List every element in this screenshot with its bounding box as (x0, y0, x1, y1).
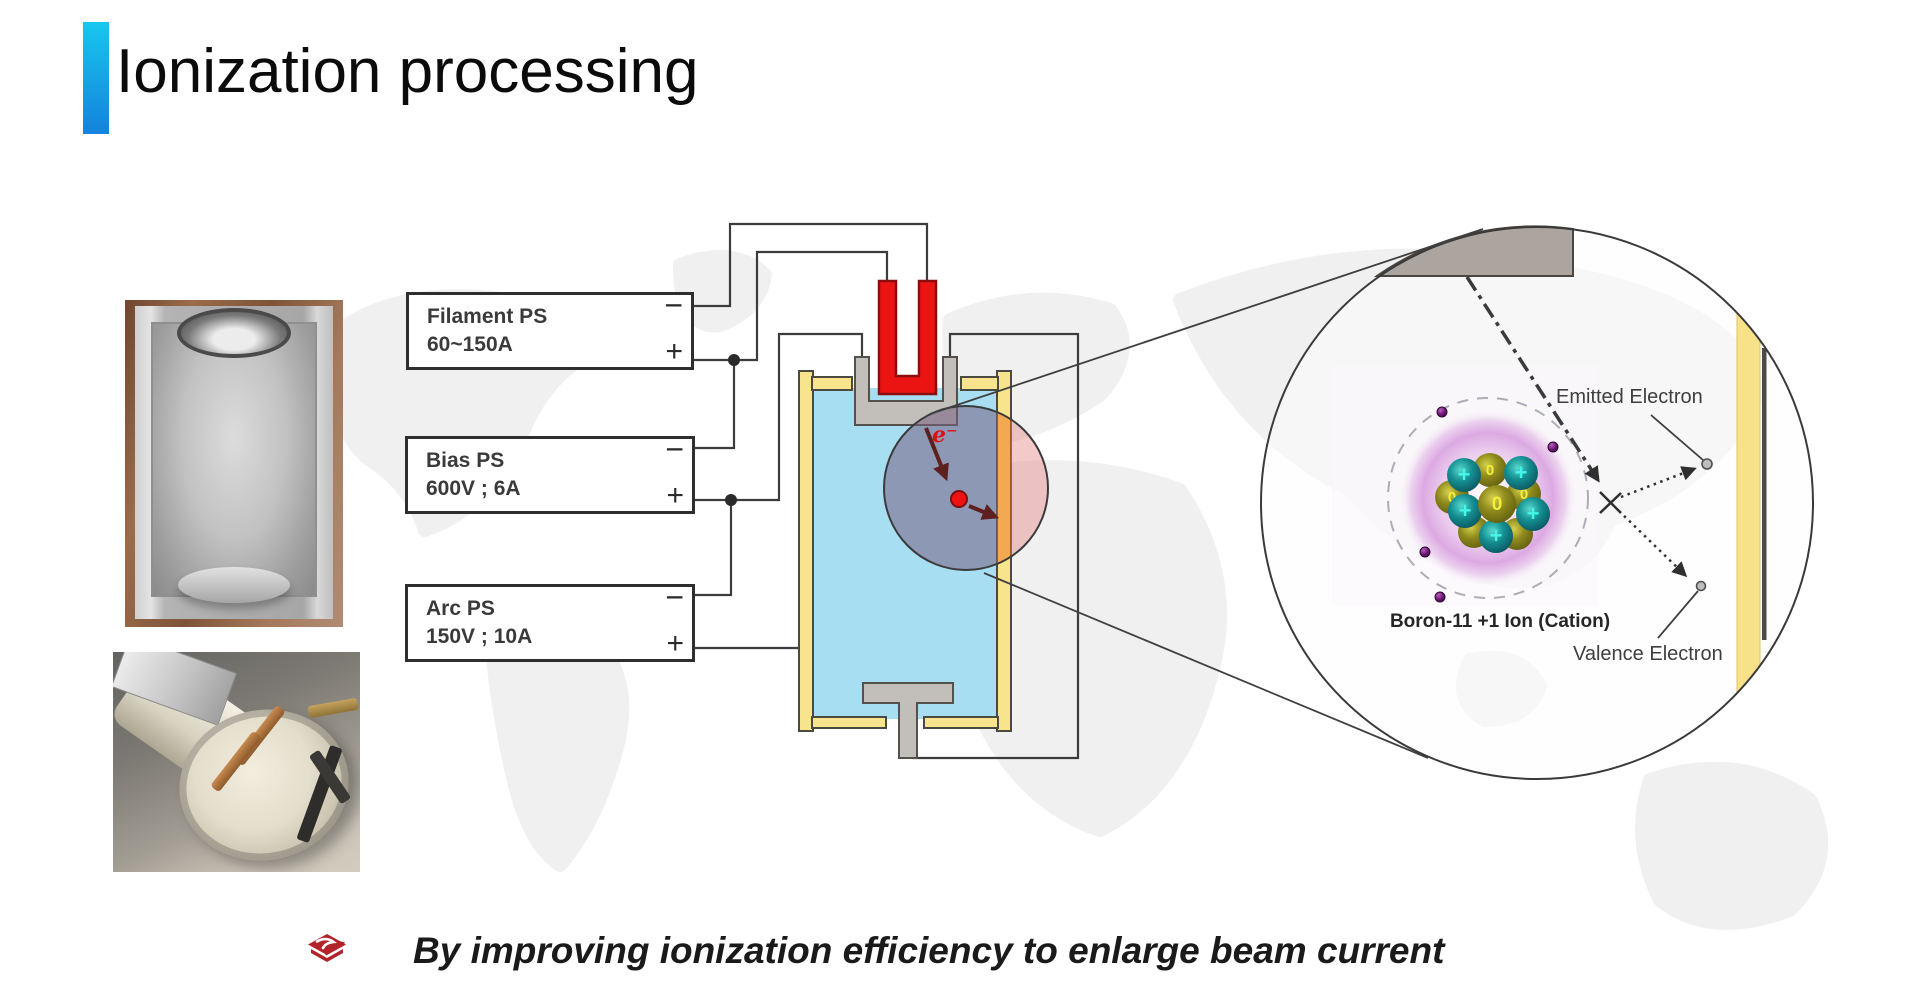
page-title: Ionization processing (116, 37, 699, 106)
photo-arc-chamber-interior (125, 300, 343, 627)
ion-dot (950, 490, 968, 508)
chamber-top-right (960, 376, 999, 391)
magnifier-big-circle (1260, 226, 1814, 780)
chamber-photo-cavity (151, 322, 317, 597)
chamber-base-support (862, 682, 954, 759)
plus-terminal: + (666, 479, 684, 512)
ion-to-wall-arrow (968, 504, 1000, 520)
arc-power-supply-box: Arc PS 150V ; 10A − + (405, 579, 695, 662)
magnifier-tint-wall (997, 406, 1011, 570)
ps-name: Filament PS (427, 305, 548, 328)
electron-emission-arrow (924, 427, 949, 482)
plus-terminal: + (665, 335, 683, 368)
proton-label: + (1515, 460, 1528, 485)
atom-caption: Boron-11 +1 Ion (Cation) (1390, 611, 1610, 632)
photo-ion-source-assembly (113, 652, 360, 872)
chamber-body-wire (913, 332, 1080, 760)
slide-caption: By improving ionization efficiency to en… (413, 930, 1445, 971)
neutron-label: 0 (1448, 489, 1456, 506)
title-accent-bar (83, 22, 109, 134)
source-photo-fitting (307, 697, 359, 719)
proton-label: + (1459, 498, 1472, 523)
electron-orbit-dashed (1387, 397, 1589, 599)
boron-atom: 0 0 0 + + + + + 0 (1387, 397, 1589, 603)
chamber-bottom-left (811, 716, 887, 729)
filament (877, 279, 938, 396)
circuit-wires (694, 222, 1080, 760)
orbit-electrons (1419, 406, 1559, 603)
magnifier-small-circle (883, 405, 1049, 571)
neutron-label: 0 (1520, 486, 1528, 503)
arc-minus-wire (695, 500, 733, 597)
chamber-photo-top-ring (177, 308, 291, 358)
emitted-label-line (1650, 414, 1704, 461)
collision-x-marker (1599, 491, 1622, 514)
magnified-view: 0 0 0 + + + + + 0 (1260, 225, 1814, 780)
neutron-label: 0 (1486, 462, 1494, 479)
neutron-label: 0 (1492, 494, 1503, 515)
company-logo-icon (306, 933, 348, 978)
chamber-wall-left (798, 370, 814, 732)
valence-label-line (1657, 590, 1699, 639)
proton-label: + (1458, 462, 1471, 487)
proton-label: + (1527, 501, 1540, 526)
ps-name: Bias PS (426, 449, 505, 472)
nucleus: 0 0 0 + + + + + 0 (1435, 453, 1550, 553)
wire-junction-dot (725, 494, 737, 506)
proton-label: + (1490, 523, 1503, 548)
emitted-electron-dot (1701, 458, 1713, 470)
map-landmass (1635, 761, 1829, 930)
ps-spec: 60~150A (427, 333, 513, 356)
bias-minus-wire (695, 360, 736, 450)
valence-electron-dot (1695, 580, 1707, 592)
electron-trajectory-dashdot (1465, 276, 1600, 483)
electron-symbol: e⁻ (932, 422, 958, 448)
minus-terminal: − (665, 579, 684, 615)
bias-plus-wire (695, 332, 864, 502)
valence-electron-arrow (1618, 510, 1688, 578)
filament-clamp (854, 356, 958, 426)
chamber-photo-bottom-dish (178, 567, 290, 603)
wire-junction-dot (728, 354, 740, 366)
emitted-electron-arrow (1620, 466, 1697, 499)
filament-power-supply-box: Filament PS 60~150A − + (406, 287, 694, 370)
magnifier-connector-top (929, 228, 1484, 415)
valence-electron-label: Valence Electron (1573, 643, 1723, 665)
magnifier-source-circle: e⁻ (883, 405, 1049, 571)
minus-terminal: − (665, 431, 684, 467)
magnified-chamber-wall (1736, 299, 1761, 701)
minus-terminal: − (664, 287, 683, 323)
ps-spec: 600V ; 6A (426, 477, 521, 500)
magnifier-connector-bottom (983, 572, 1429, 759)
ps-name: Arc PS (426, 597, 495, 620)
chamber-top-left (811, 376, 853, 391)
bias-power-supply-box: Bias PS 600V ; 6A − + (405, 431, 695, 514)
magnified-wall-line (1762, 348, 1767, 640)
filament-minus-wire (694, 222, 929, 308)
emitted-electron-label: Emitted Electron (1556, 386, 1703, 408)
ps-spec: 150V ; 10A (426, 625, 533, 648)
chamber-bottom-right (923, 716, 999, 729)
plus-terminal: + (666, 627, 684, 660)
